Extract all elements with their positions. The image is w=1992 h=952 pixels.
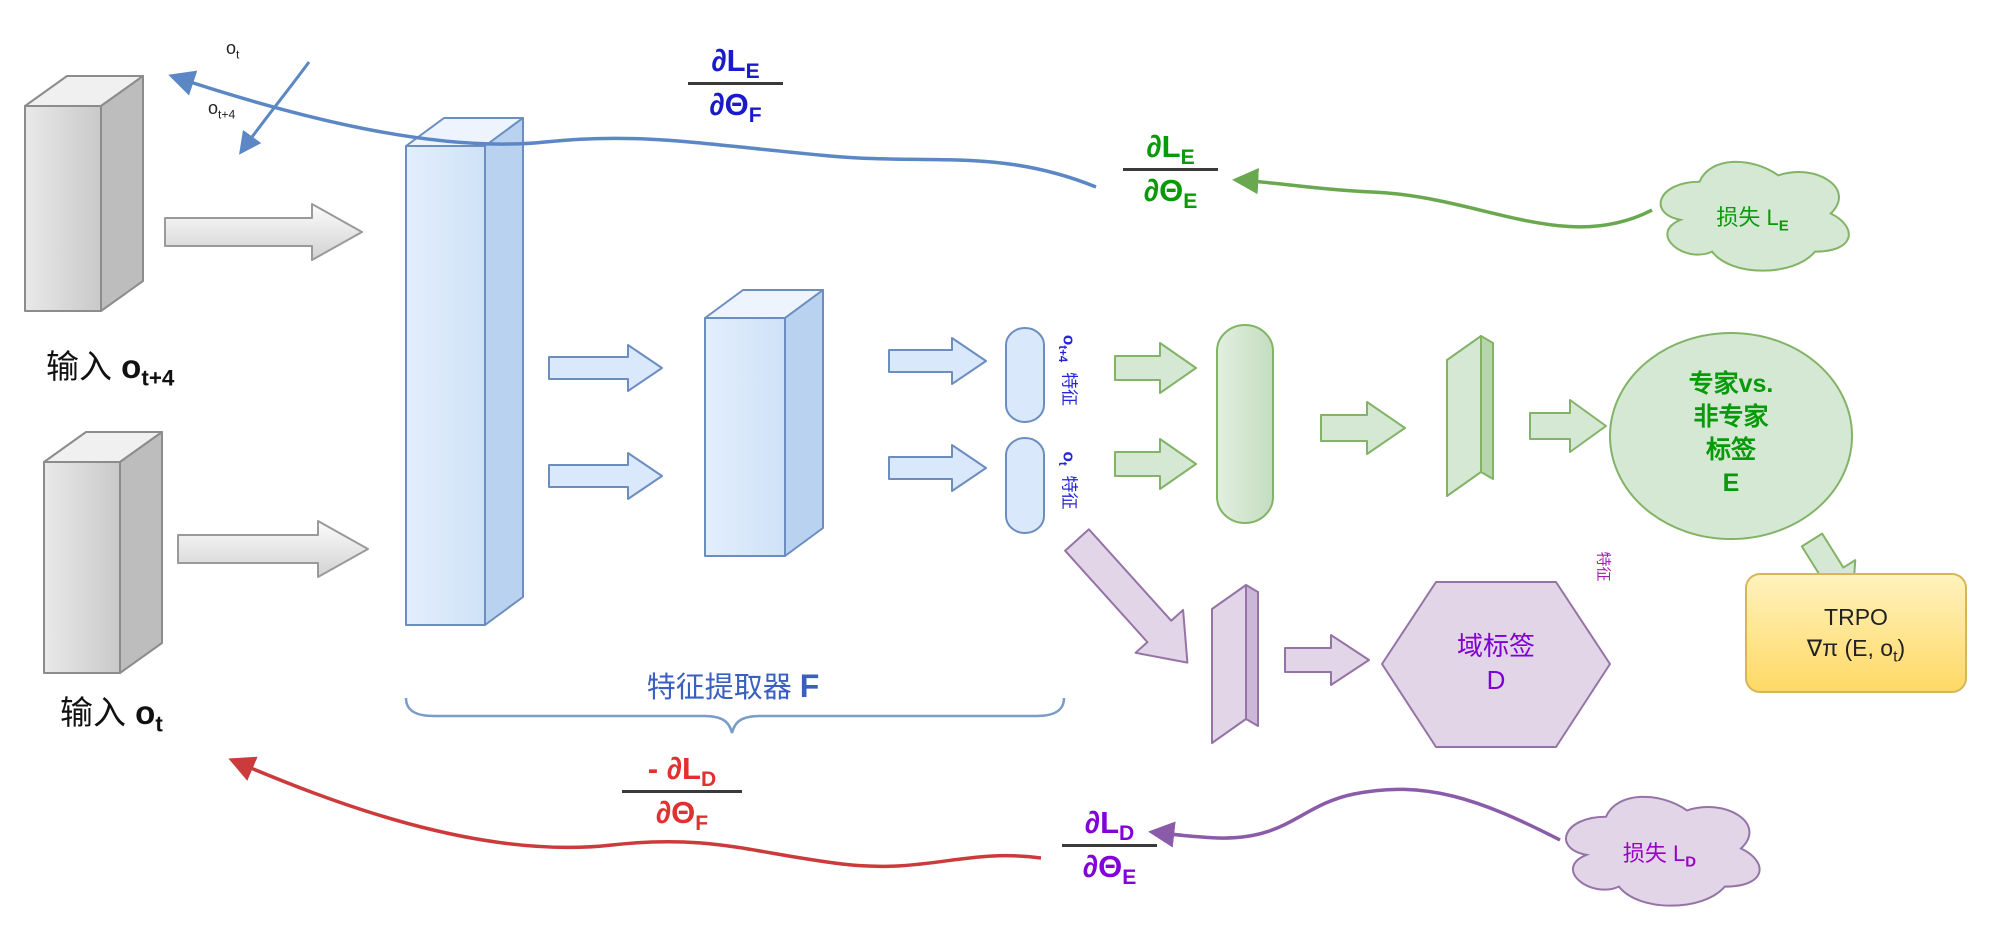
gradient-ld-f-denominator: ∂ΘF [655, 794, 709, 835]
trpo-line-2: ∇π (E, ot) [1806, 635, 1906, 666]
gradient-le-f-numerator: ∂LE [688, 43, 783, 85]
expert-label-ellipse [1609, 332, 1853, 540]
backprop-ot4-sub: t+4 [218, 107, 236, 122]
input-bottom-subscript: t [155, 711, 163, 737]
feature-extractor-label: 特征提取器 F [583, 664, 883, 706]
stray-feature-label: 特征 [1594, 551, 1612, 582]
feature-extractor-brace [404, 697, 1066, 734]
feature-bottom-label: ot 特征 [1056, 451, 1079, 510]
expert-line-4: E [1722, 469, 1740, 497]
input-bottom-symbol: o [135, 694, 156, 731]
gradient-ld-e-label: ∂LD ∂ΘE [1062, 805, 1157, 889]
domain-plate [1211, 584, 1259, 744]
gradient-curve-le-e [1232, 168, 1653, 229]
feature-vector-top [1005, 327, 1045, 423]
domain-arrow [1284, 634, 1370, 686]
backprop-ot4-base: o [208, 98, 219, 118]
trpo-line-1: TRPO [1824, 604, 1888, 630]
feature-top-label: ot+4 特征 [1056, 334, 1079, 407]
gradient-le-f-denominator: ∂ΘF [709, 86, 762, 127]
expert-final-arrow [1529, 399, 1607, 453]
gradient-curve-ld-f [228, 756, 1042, 869]
gradient-le-e-label: ∂LE ∂ΘE [1123, 129, 1218, 213]
feature-vector-bottom [1005, 437, 1045, 534]
conv-arrow-top-1 [548, 344, 663, 392]
expert-line-3: 标签 [1705, 436, 1756, 464]
feature-extractor-text: 特征提取器 [646, 672, 800, 704]
input-bottom-prefix: 输入 [60, 694, 136, 731]
gradient-curve-ld-e [1148, 787, 1561, 848]
gradient-curve-le-f-branch [239, 61, 311, 155]
conv-arrow-top-2 [888, 337, 987, 385]
domain-hexagon-label: 域标签 D [1396, 630, 1596, 698]
expert-capsule [1216, 324, 1274, 524]
gradient-ld-e-numerator: ∂LD [1062, 805, 1157, 847]
expert-arrow-bottom [1114, 438, 1197, 490]
loss-e-cloud-label: 损失 LE [1716, 205, 1789, 235]
loss-d-cloud-label: 损失 LD [1622, 841, 1697, 871]
domain-hexagon [1381, 581, 1611, 748]
input-top-subscript: t+4 [141, 365, 175, 391]
domain-line-1: 域标签 [1456, 631, 1535, 661]
input-box-bottom [43, 431, 163, 674]
input-top-prefix: 输入 [46, 348, 122, 385]
expert-line-2: 非专家 [1693, 403, 1769, 431]
conv-block-large [405, 117, 524, 626]
expert-arrow-top [1114, 342, 1197, 394]
gradient-ld-f-numerator: - ∂LD [622, 751, 742, 793]
input-top-label: 输入 ot+4 [46, 340, 175, 391]
domain-line-2: D [1486, 664, 1506, 695]
conv-block-small [704, 289, 824, 557]
expert-ellipse-label: 专家vs. 非专家 标签 E [1631, 368, 1831, 500]
backprop-ot-base: o [226, 38, 237, 58]
gradient-le-f-label: ∂LE ∂ΘF [688, 43, 783, 127]
conv-arrow-bottom-1 [548, 452, 663, 500]
expert-mid-arrow [1320, 401, 1406, 455]
feature-extractor-symbol: F [799, 668, 820, 704]
loss-d-cloud [1565, 795, 1761, 907]
input-arrow-bottom [177, 520, 369, 578]
backprop-ot-sub: t [236, 47, 240, 62]
backprop-ot4-label: ot+4 [208, 98, 236, 122]
gradient-le-e-numerator: ∂LE [1123, 129, 1218, 171]
expert-plate [1446, 335, 1494, 497]
backprop-ot-label: ot [226, 38, 240, 62]
expert-line-1: 专家vs. [1688, 370, 1774, 398]
gradient-le-e-denominator: ∂ΘE [1143, 172, 1198, 213]
input-arrow-top [164, 203, 363, 261]
trpo-box-shape [1745, 573, 1967, 693]
input-top-symbol: o [121, 348, 142, 385]
domain-diag-arrow [1064, 528, 1189, 664]
conv-arrow-bottom-2 [888, 444, 987, 492]
loss-e-cloud [1659, 160, 1850, 272]
trpo-box-label: TRPO ∇π (E, ot) [1756, 602, 1956, 666]
input-box-top [24, 75, 144, 312]
input-bottom-label: 输入 ot [60, 686, 163, 737]
gradient-curve-le-f [168, 70, 1097, 189]
gradient-ld-f-label: - ∂LD ∂ΘF [622, 751, 742, 835]
gradient-ld-e-denominator: ∂ΘE [1082, 848, 1137, 889]
